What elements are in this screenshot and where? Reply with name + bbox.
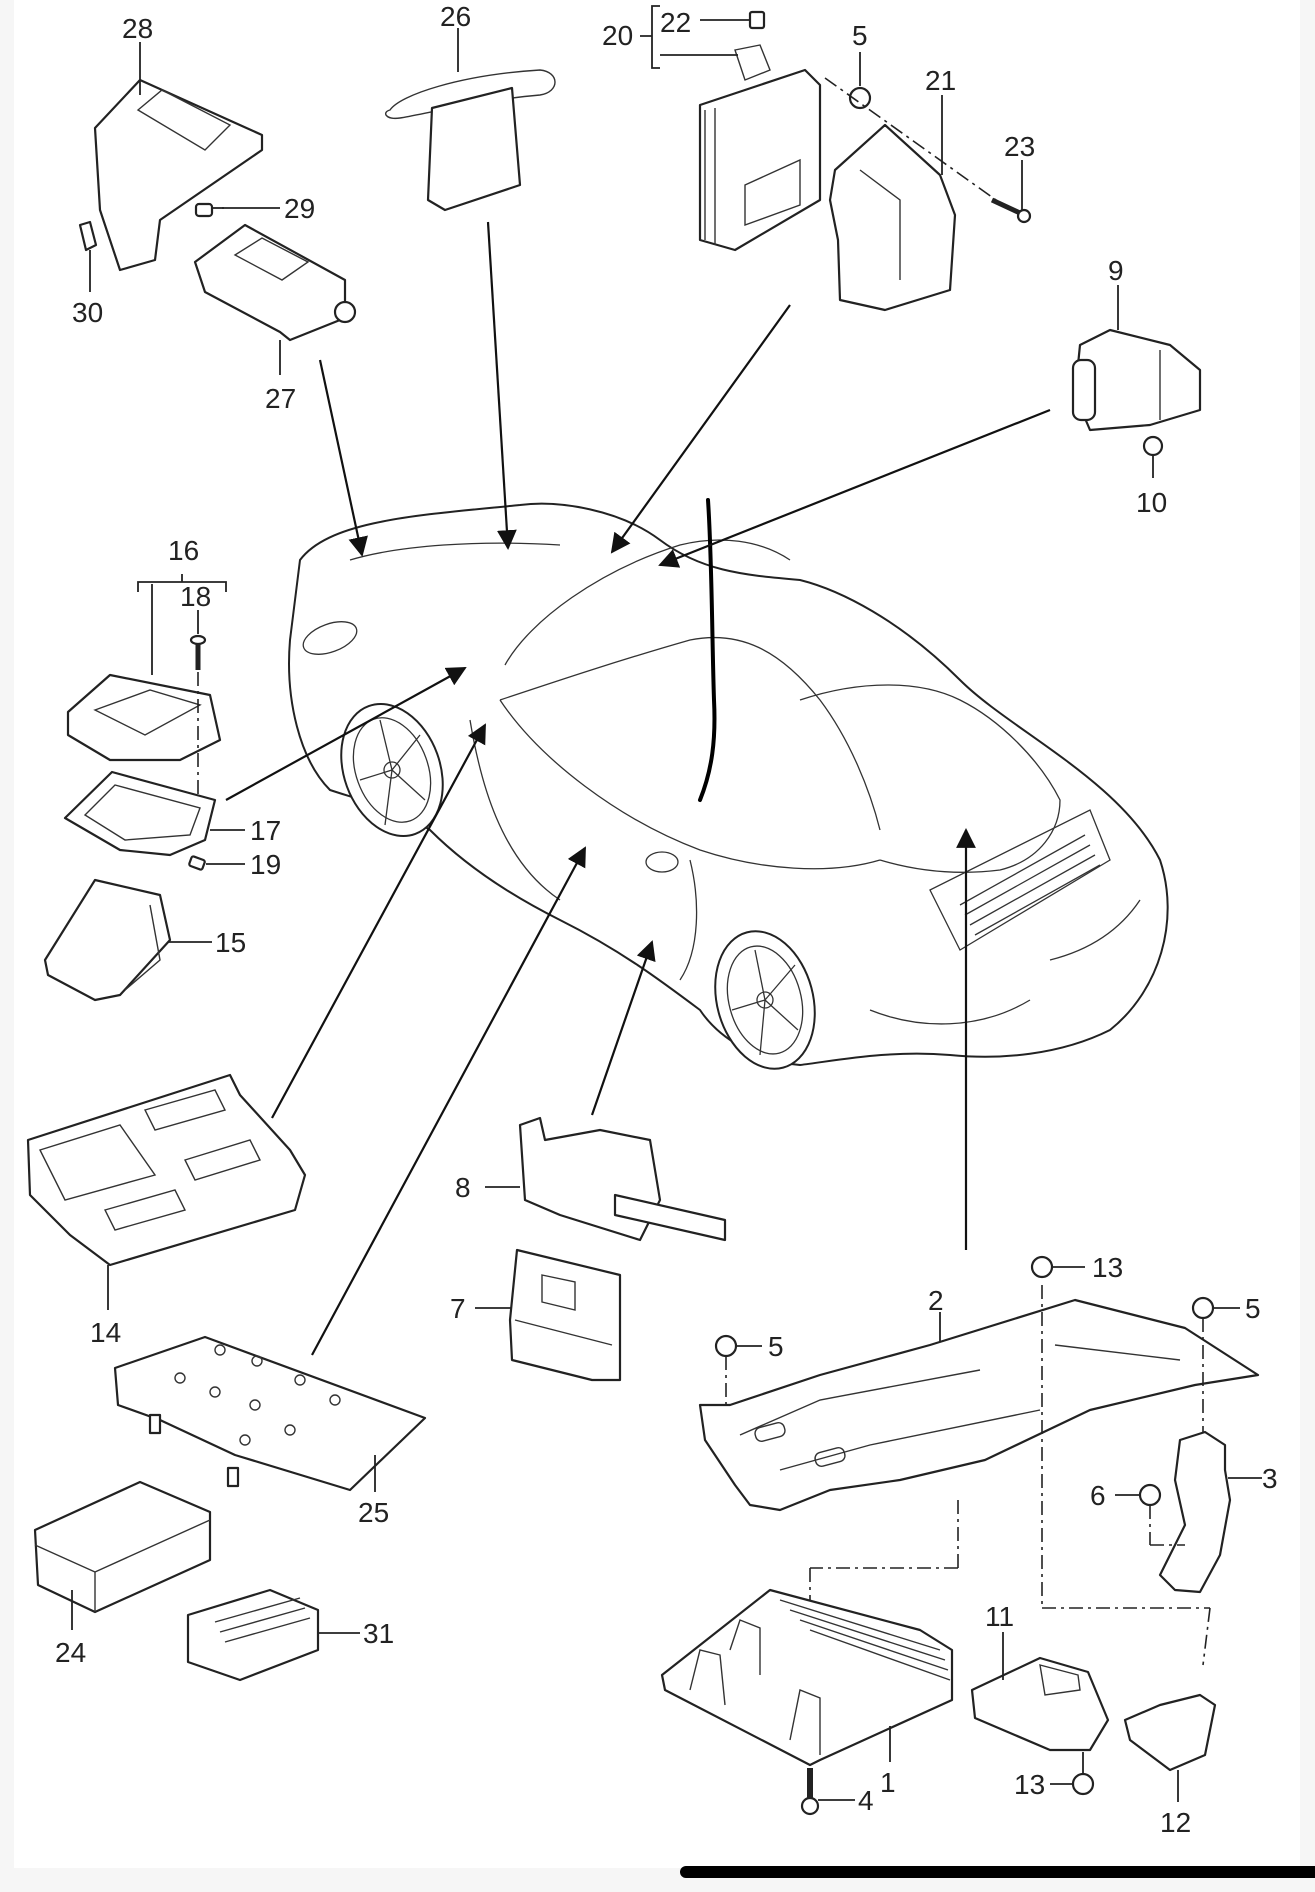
part-28-bracket: 28 (93, 13, 264, 272)
home-indicator-bar[interactable] (680, 1866, 1315, 1878)
part-16-control-unit: 16 (66, 535, 227, 762)
part-2-carrier-plate: 2 (698, 1285, 1260, 1512)
callout-28: 28 (122, 13, 153, 44)
part-26-module: 26 (384, 1, 556, 212)
location-arrows (225, 221, 1051, 1356)
part-29-bolt: 29 (194, 193, 315, 224)
callout-13-top: 13 (1092, 1252, 1123, 1283)
part-25-airbag-plate: 25 (113, 1335, 427, 1528)
part-23-screw: 23 (990, 131, 1035, 224)
part-5-nut-right: 5 (1191, 1293, 1261, 1435)
part-1-control-unit: 1 (660, 1588, 954, 1798)
engine-grille (929, 809, 1111, 951)
part-17-gasket: 17 (63, 770, 281, 857)
part-14-control-unit: 14 (26, 1073, 307, 1348)
front-wheel (340, 703, 444, 837)
callout-20: 20 (602, 20, 633, 51)
callout-15: 15 (215, 927, 246, 958)
part-5-nut-top: 5 (824, 20, 1011, 211)
part-5-nut-left: 5 (714, 1331, 784, 1405)
callout-24: 24 (55, 1637, 86, 1668)
callout-26: 26 (440, 1, 471, 32)
callout-10: 10 (1136, 487, 1167, 518)
callout-1: 1 (880, 1767, 896, 1798)
part-12-bracket: 12 (1123, 1693, 1217, 1838)
callout-4: 4 (858, 1785, 874, 1816)
callout-29: 29 (284, 193, 315, 224)
part-9-module: 9 (1071, 255, 1202, 432)
part-13-nut-bottom: 13 (1014, 1752, 1095, 1800)
callout-8: 8 (455, 1172, 471, 1203)
callout-18: 18 (180, 581, 211, 612)
callout-19: 19 (250, 849, 281, 880)
part-31-module: 31 (186, 1588, 394, 1682)
part-24-control-unit: 24 (33, 1480, 212, 1668)
callout-27: 27 (265, 383, 296, 414)
callout-13-bottom: 13 (1014, 1769, 1045, 1800)
callout-25: 25 (358, 1497, 389, 1528)
rear-wheel (714, 930, 816, 1070)
car-body (288, 502, 1169, 1070)
part-13-nut-top: 13 (1030, 1252, 1211, 1666)
part-8-bracket: 8 (455, 1116, 727, 1242)
part-10-nut: 10 (1136, 435, 1167, 518)
part-15-control-unit: 15 (43, 878, 246, 1002)
callout-5-top: 5 (852, 20, 868, 51)
part-3-bracket: 3 (1158, 1430, 1278, 1594)
part-11-module: 11 (970, 1601, 1110, 1752)
callout-6: 6 (1090, 1480, 1106, 1511)
callout-11: 11 (985, 1601, 1014, 1632)
callout-2: 2 (928, 1285, 944, 1316)
callout-14: 14 (90, 1317, 121, 1348)
callout-7: 7 (450, 1293, 466, 1324)
part-27-control-unit: 27 (193, 223, 357, 414)
callout-23: 23 (1004, 131, 1035, 162)
callout-21: 21 (925, 65, 956, 96)
callout-3: 3 (1262, 1463, 1278, 1494)
callout-31: 31 (363, 1618, 394, 1649)
callout-22: 22 (660, 7, 691, 38)
part-30-clip: 30 (72, 220, 103, 328)
part-6-nut: 6 (1090, 1480, 1185, 1546)
callout-16: 16 (168, 535, 199, 566)
callout-5-left: 5 (768, 1331, 784, 1362)
callout-5-right: 5 (1245, 1293, 1261, 1324)
part-20-control-unit: 20 (602, 5, 822, 252)
hand-drawn-marker (698, 498, 717, 802)
callout-30: 30 (72, 297, 103, 328)
part-22-nut: 22 (660, 7, 766, 38)
callout-12: 12 (1160, 1807, 1191, 1838)
callout-9: 9 (1108, 255, 1124, 286)
part-4-bolt: 4 (800, 1768, 874, 1816)
callout-17: 17 (250, 815, 281, 846)
part-7-engine-ecu: 7 (450, 1248, 622, 1382)
part-19-clip: 19 (188, 849, 281, 880)
part-21-cover: 21 (828, 65, 956, 312)
